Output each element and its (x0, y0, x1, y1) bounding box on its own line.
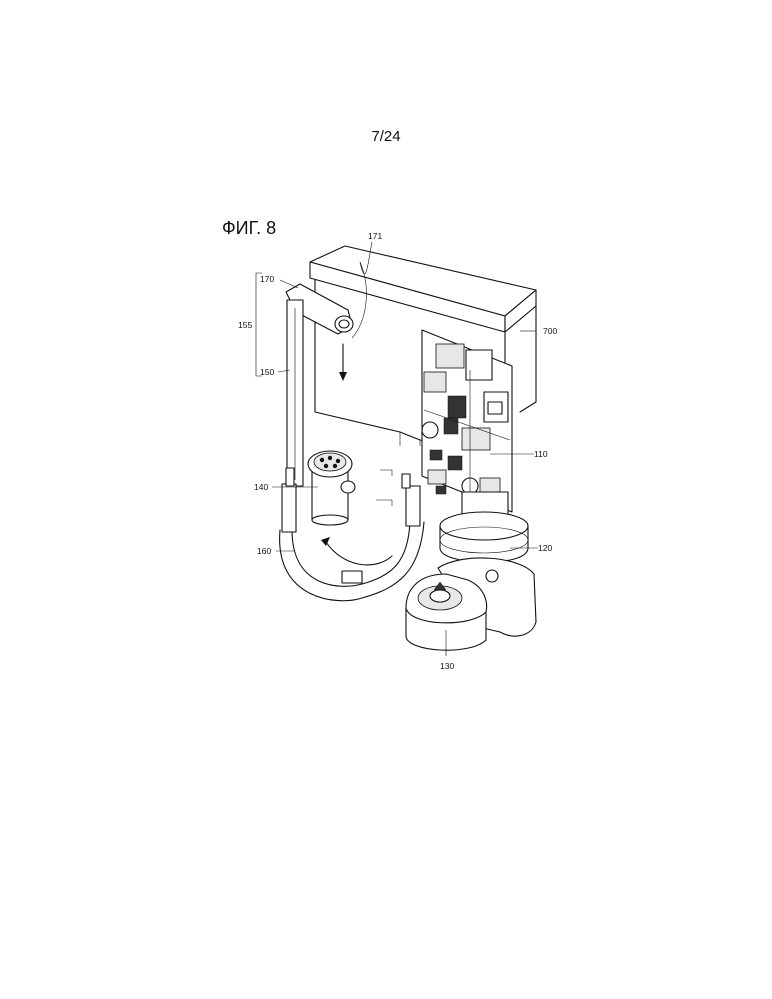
valve-assembly (308, 451, 355, 525)
label-150: 150 (260, 367, 274, 377)
label-155: 155 (238, 320, 252, 330)
control-board (422, 330, 512, 512)
label-120: 120 (538, 543, 552, 553)
label-700: 700 (543, 326, 557, 336)
label-170: 170 (260, 274, 274, 284)
label-130: 130 (440, 661, 454, 671)
label-171: 171 (368, 231, 382, 241)
motor (440, 492, 528, 562)
grinder-base (406, 558, 536, 650)
label-140: 140 (254, 482, 268, 492)
label-160: 160 (257, 546, 271, 556)
supply-pipe (287, 300, 303, 486)
label-110: 110 (534, 449, 548, 459)
